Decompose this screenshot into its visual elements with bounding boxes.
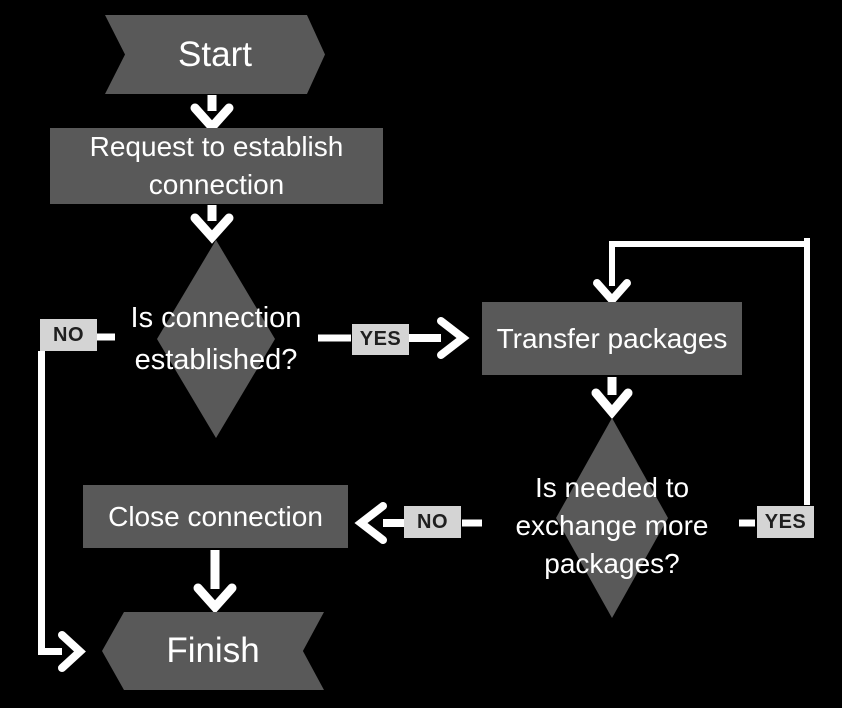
- edge-label-yes-decision2: YES: [757, 506, 814, 538]
- arrow-no-to-close: [354, 502, 404, 544]
- arrow-yes-to-transfer: [409, 317, 470, 359]
- node-start-label: Start: [178, 34, 252, 74]
- node-finish-label: Finish: [166, 631, 260, 670]
- edge-label-yes-decision1: YES: [352, 324, 409, 355]
- arrow-close-to-finish: [193, 550, 237, 614]
- node-close-connection: Close connection: [83, 485, 348, 548]
- connector-yes2-loop-to-transfer: [593, 238, 810, 505]
- node-finish: Finish: [102, 612, 324, 690]
- node-transfer-label: Transfer packages: [496, 322, 728, 354]
- node-transfer-packages: Transfer packages: [482, 302, 742, 375]
- node-decision-connection-established-label: Is connection established?: [130, 302, 302, 376]
- arrow-request-to-decision1: [190, 205, 234, 244]
- node-request-connection: Request to establish connection: [50, 128, 383, 204]
- connector-no-to-finish: [38, 351, 86, 672]
- node-decision-exchange-more-label: Is needed to exchange more packages?: [515, 472, 709, 579]
- edge-label-no-decision1: NO: [40, 319, 97, 351]
- edge-label-no-decision2: NO: [404, 506, 461, 538]
- arrow-start-to-request: [190, 95, 234, 134]
- node-request-label: Request to establish connection: [89, 131, 344, 200]
- node-start: Start: [105, 15, 325, 94]
- arrow-transfer-to-decision2: [591, 377, 633, 419]
- node-close-label: Close connection: [108, 500, 323, 532]
